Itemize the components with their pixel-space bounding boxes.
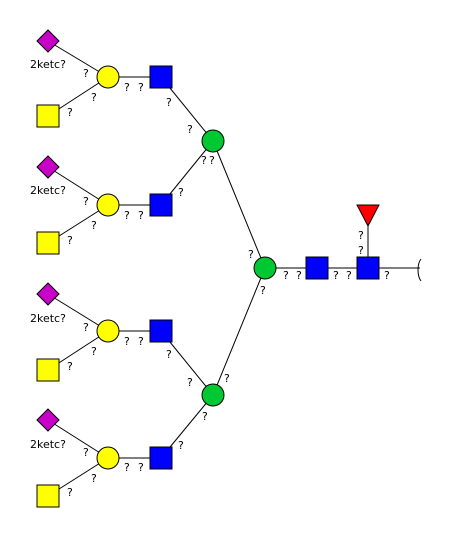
linkage-label: ? bbox=[187, 123, 193, 136]
linkage-label: ? bbox=[178, 186, 184, 199]
linkage-label: ? bbox=[83, 321, 89, 334]
galactose-square-icon bbox=[36, 231, 60, 255]
glcnac-square-icon bbox=[149, 319, 173, 343]
glcnac-square-icon bbox=[356, 256, 380, 280]
glcnac-square-icon bbox=[149, 193, 173, 217]
sialic-acid-diamond-icon bbox=[36, 155, 60, 179]
linkage-label: ? bbox=[91, 219, 97, 232]
galactose-circle-icon bbox=[96, 193, 120, 217]
sialic-acid-label: 2ketc? bbox=[30, 58, 66, 71]
linkage-label: ? bbox=[358, 229, 364, 242]
sialic-acid-diamond-icon bbox=[36, 29, 60, 53]
linkage-label: ? bbox=[124, 81, 130, 94]
linkage-label: ? bbox=[91, 345, 97, 358]
linkage-label: ? bbox=[201, 154, 207, 167]
sialic-acid-diamond-icon bbox=[36, 408, 60, 432]
galactose-circle-icon bbox=[96, 65, 120, 89]
galactose-circle-icon bbox=[96, 446, 120, 470]
linkage-label: ? bbox=[187, 376, 193, 389]
galactose-circle-icon bbox=[96, 319, 120, 343]
mannose-circle-icon bbox=[201, 383, 225, 407]
sialic-acid-label: 2ketc? bbox=[30, 438, 66, 451]
linkage-label: ? bbox=[83, 195, 89, 208]
linkage-label: ? bbox=[333, 269, 339, 282]
fucose-triangle-icon bbox=[356, 204, 380, 228]
glcnac-square-icon bbox=[149, 65, 173, 89]
linkage-label: ? bbox=[260, 284, 266, 297]
linkage-label: ? bbox=[67, 234, 73, 247]
linkage-label: ? bbox=[138, 461, 144, 474]
galactose-square-icon bbox=[36, 104, 60, 128]
mannose-circle-icon bbox=[201, 129, 225, 153]
glcnac-square-icon bbox=[149, 446, 173, 470]
glcnac-square-icon bbox=[305, 256, 329, 280]
linkage-label: ? bbox=[124, 461, 130, 474]
linkage-label: ? bbox=[209, 154, 215, 167]
linkage-label: ? bbox=[67, 106, 73, 119]
linkage-label: ? bbox=[124, 335, 130, 348]
linkage-label: ? bbox=[124, 209, 130, 222]
linkage-label: ? bbox=[138, 209, 144, 222]
galactose-square-icon bbox=[36, 358, 60, 382]
linkage-labels: ? ? ? ? ? ? ? ? ? ? ? ? ? ? ? ? ? ? ? ? … bbox=[30, 58, 390, 499]
linkage-label: ? bbox=[384, 269, 390, 282]
mannose-circle-icon bbox=[253, 256, 277, 280]
linkage-label: ? bbox=[166, 348, 172, 361]
sialic-acid-label: 2ketc? bbox=[30, 184, 66, 197]
monosaccharide-nodes bbox=[36, 29, 380, 508]
sialic-acid-label: 2ketc? bbox=[30, 312, 66, 325]
linkage-label: ? bbox=[166, 96, 172, 109]
linkage-label: ? bbox=[91, 91, 97, 104]
linkage-label: ? bbox=[224, 372, 230, 385]
linkage-line bbox=[47, 419, 109, 459]
linkage-label: ? bbox=[67, 360, 73, 373]
linkage-line bbox=[212, 267, 266, 396]
linkage-label: ? bbox=[91, 472, 97, 485]
linkage-line bbox=[47, 40, 109, 78]
linkage-label: ? bbox=[296, 269, 302, 282]
linkage-label: ? bbox=[138, 335, 144, 348]
linkage-label: ? bbox=[346, 269, 352, 282]
linkage-label: ? bbox=[202, 410, 208, 423]
galactose-square-icon bbox=[36, 484, 60, 508]
linkage-label: ? bbox=[83, 67, 89, 80]
linkage-label: ? bbox=[283, 269, 289, 282]
linkage-label: ? bbox=[358, 244, 364, 257]
sialic-acid-diamond-icon bbox=[36, 282, 60, 306]
linkage-label: ? bbox=[248, 248, 254, 261]
linkage-label: ? bbox=[138, 81, 144, 94]
linkage-label: ? bbox=[83, 446, 89, 459]
linkage-line bbox=[47, 293, 109, 332]
linkage-label: ? bbox=[178, 439, 184, 452]
linkage-line bbox=[212, 140, 266, 269]
linkage-label: ? bbox=[67, 486, 73, 499]
linkage-line bbox=[47, 166, 109, 206]
reducing-end-curve bbox=[417, 258, 422, 282]
